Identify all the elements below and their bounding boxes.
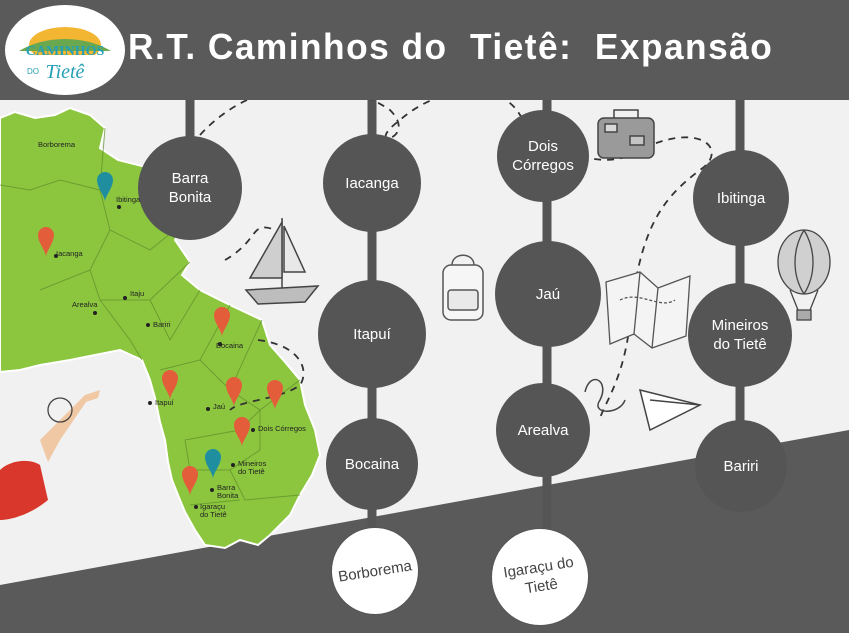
city-node-arealva[interactable]: Arealva [496, 383, 590, 477]
map-icon [605, 271, 691, 349]
map-label-itaju: Itaju [130, 289, 145, 298]
map-pin-icon [38, 227, 54, 257]
map-pin-icon [267, 380, 283, 410]
page-title: R.T. Caminhos do Tietê: Expansão [128, 26, 774, 67]
sailboat-icon [244, 218, 320, 305]
city-node-jau[interactable]: Jaú [495, 241, 601, 347]
map-label-arealva: Arealva [72, 300, 98, 309]
paper-plane-icon [584, 378, 703, 432]
city-node-mineiros-do-tiete[interactable]: Mineiros do Tietê [688, 283, 792, 387]
map-label-igaracu: Igaraçu do Tietê [200, 502, 227, 519]
map-label-bariri: Bariri [153, 320, 171, 329]
map-label-borborema: Borborema [38, 140, 76, 149]
pointing-hand-icon [0, 390, 100, 520]
map-label-ibitinga: Ibitinga [116, 195, 141, 204]
map-pin-icon [226, 377, 242, 407]
hot-air-balloon-icon [777, 229, 831, 321]
map-pin-icon [182, 466, 198, 496]
logo-text-tiete: Tietê [45, 61, 85, 83]
map-label-jau: Jaú [213, 402, 226, 411]
map-pin-icon [205, 449, 221, 479]
map-dots [54, 205, 255, 509]
map-label-mineiros: Mineiros do Tietê [238, 459, 267, 476]
backpack-icon [442, 254, 484, 321]
map-label-bocaina: Bocaina [216, 341, 244, 350]
header-bar [0, 0, 849, 100]
city-node-itapui[interactable]: Itapuí [318, 280, 426, 388]
map-label-dois-corregos: Dois Córregos [258, 424, 306, 433]
map-label-barra-bonita: Barra Bonita [217, 483, 239, 500]
city-node-ibitinga[interactable]: Ibitinga [693, 150, 789, 246]
logo-text-do: DO [27, 67, 39, 76]
map-label-iacanga: Iacanga [56, 249, 83, 258]
logo-text-caminhos: CAMINHOS [25, 44, 105, 59]
city-node-barra-bonita[interactable]: Barra Bonita [138, 136, 242, 240]
map-pin-icon [234, 417, 250, 447]
logo-hills-icon [19, 27, 111, 55]
map-pin-icon [162, 370, 178, 400]
map-label-itapui: Itapuí [155, 398, 174, 407]
city-node-bariri[interactable]: Bariri [695, 420, 787, 512]
suitcase-icon [597, 109, 655, 159]
city-node-bocaina[interactable]: Bocaina [326, 418, 418, 510]
bottom-band [0, 430, 849, 633]
map-pin-icon [214, 307, 230, 337]
map-pin-icon [97, 172, 113, 202]
logo: CAMINHOS DO Tietê [5, 5, 125, 95]
city-node-iacanga[interactable]: Iacanga [323, 134, 421, 232]
city-node-dois-corregos[interactable]: Dois Córregos [497, 110, 589, 202]
map-pins [38, 172, 283, 496]
